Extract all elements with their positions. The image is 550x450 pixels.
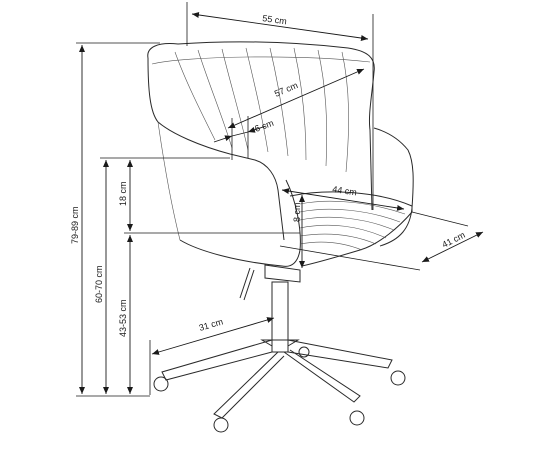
chair-drawing (147, 41, 414, 433)
backrest-inner (151, 56, 371, 65)
dim-base-radius-line (151, 317, 275, 355)
left-armrest (147, 57, 285, 241)
label-arm-above-seat: 18 cm (118, 181, 128, 206)
dim-seat-depth-side-line (421, 231, 484, 263)
label-armrest-height: 60-70 cm (94, 265, 104, 303)
label-base-radius: 31 cm (198, 317, 224, 333)
dimension-lines (76, 2, 484, 397)
dim-top-width-line (191, 12, 369, 41)
label-top-width: 55 cm (262, 13, 288, 26)
backrest-channels (174, 47, 349, 173)
gas-column (271, 281, 289, 353)
backrest-outline (147, 41, 375, 211)
seat-cushion (289, 191, 413, 267)
label-seat-height: 43-53 cm (118, 299, 128, 337)
front-armrest-face (179, 179, 301, 267)
right-armrest (373, 127, 414, 247)
label-seat-width: 44 cm (332, 184, 358, 197)
dim-seat-width-line (281, 188, 405, 211)
label-total-height: 79-89 cm (70, 206, 80, 244)
dim-seat-depth-diagonal-line (227, 68, 365, 129)
casters (153, 346, 406, 433)
label-cushion-thickness: 8 cm (292, 202, 302, 222)
label-seat-depth-diagonal: 57 cm (273, 80, 299, 99)
dimension-labels: 55 cm 57 cm 6 cm 44 cm 8 cm 41 cm 31 cm … (70, 13, 467, 337)
